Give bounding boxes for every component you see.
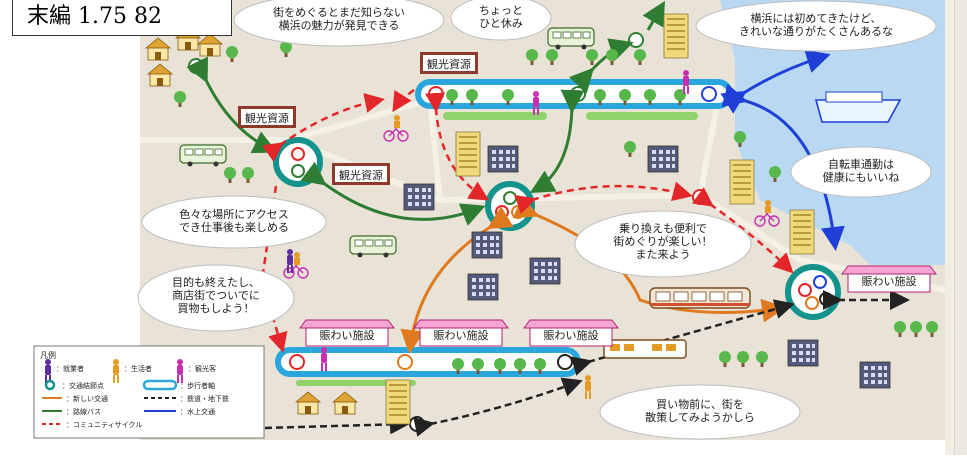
scrollbar[interactable]	[954, 0, 967, 455]
water-bus	[814, 91, 902, 123]
office-building	[471, 231, 503, 259]
svg-text:：生活者: ：生活者	[124, 364, 152, 373]
tourism-sign-1	[420, 52, 478, 74]
svg-text:：新しい交通: ：新しい交通	[66, 394, 108, 403]
svg-text:観光資源: 観光資源	[427, 57, 471, 71]
office-building	[859, 361, 891, 389]
callout-discover: 街をめぐるとまだ知らない横浜の魅力が発見できる	[273, 5, 405, 32]
tower-building	[789, 209, 815, 255]
route-bus	[179, 144, 227, 168]
svg-text:：水上交通: ：水上交通	[180, 407, 215, 416]
svg-text:：路線バス: ：路線バス	[66, 407, 101, 416]
tourism-sign-3	[332, 163, 390, 185]
svg-text:：鉄道・地下鉄: ：鉄道・地下鉄	[180, 394, 229, 403]
svg-text:観光資源: 観光資源	[339, 168, 383, 182]
office-building	[487, 145, 519, 173]
node-center	[485, 181, 535, 231]
svg-text:凡例: 凡例	[40, 350, 56, 360]
callout-rest: ちょっとひと休み	[479, 4, 523, 30]
callout-bicycle: 自転車通勤は健康にもいいね	[823, 157, 900, 184]
tower-building	[385, 379, 411, 425]
callout-work-access: 色々な場所にアクセスでき仕事後も楽しめる	[179, 207, 289, 234]
svg-text:賑わい施設: 賑わい施設	[544, 328, 599, 342]
new-transit-tram	[649, 287, 751, 309]
svg-text:：就業者: ：就業者	[56, 364, 84, 373]
tourism-sign-2	[238, 106, 296, 128]
tower-building	[455, 131, 481, 177]
svg-text:賑わい施設: 賑わい施設	[320, 328, 375, 342]
tower-building	[663, 13, 689, 59]
node-east	[785, 264, 841, 320]
office-building	[467, 273, 499, 301]
office-building	[787, 339, 819, 367]
route-bus	[349, 235, 397, 259]
svg-text:観光資源: 観光資源	[245, 111, 289, 125]
svg-text:賑わい施設: 賑わい施設	[434, 328, 489, 342]
svg-text:：歩行者軸: ：歩行者軸	[180, 381, 215, 390]
node-west	[273, 137, 323, 187]
svg-text:賑わい施設: 賑わい施設	[862, 274, 917, 288]
office-building	[529, 257, 561, 285]
legend: 凡例 ：就業者 ：生活者 ：観光客 ：交通結節点 ：歩行者軸 ：新しい交通 ：鉄…	[33, 345, 265, 439]
svg-text:：交通結節点: ：交通結節点	[62, 381, 104, 390]
office-building	[647, 145, 679, 173]
rail-train	[603, 339, 687, 359]
svg-text:：コミュニティサイクル: ：コミュニティサイクル	[66, 421, 142, 429]
callout-first-visit: 横浜には初めてきたけど、きれいな通りがたくさんあるな	[739, 11, 893, 38]
callout-shopping-street: 目的も終えたし、商店街でついでに買物もしよう！	[172, 275, 260, 315]
office-building	[403, 183, 435, 211]
tower-building	[729, 159, 755, 205]
callout-bubbles	[137, 0, 937, 440]
svg-text:：観光客: ：観光客	[188, 364, 216, 373]
callout-stroll: 買い物前に、街を散策してみようかしら	[645, 397, 755, 424]
corner-caption: 末編 1.75 82	[12, 0, 232, 36]
callout-transfer: 乗り換えも便利で街めぐりが楽しい！また来よう	[614, 222, 713, 261]
route-bus	[547, 27, 595, 51]
